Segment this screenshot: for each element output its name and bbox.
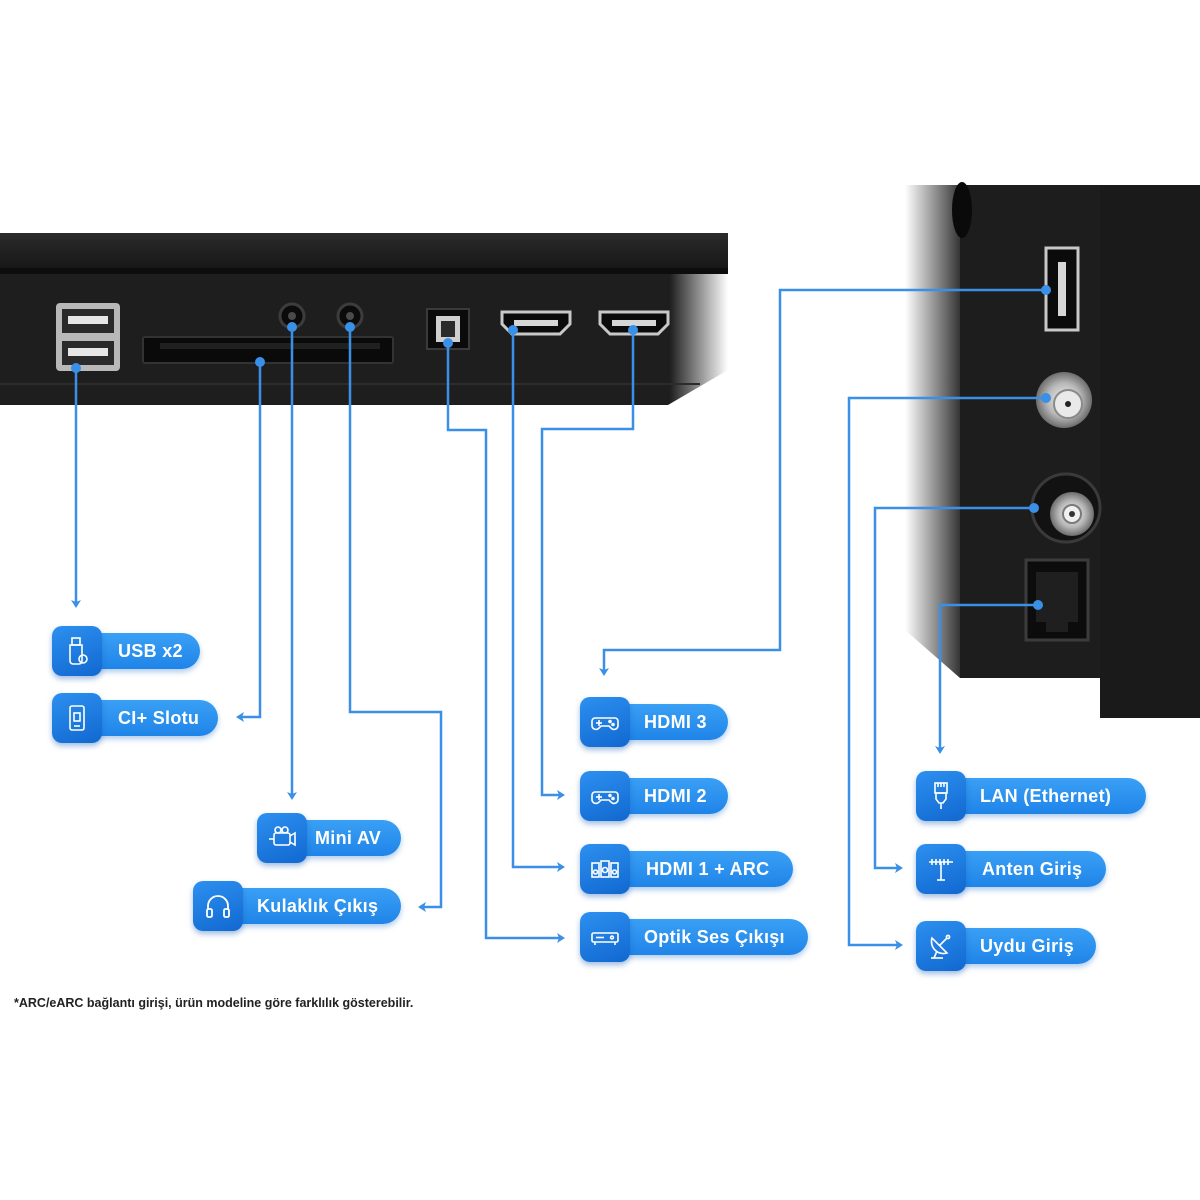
label-anten-text: Anten Giriş [982,859,1083,879]
gamepad-icon [580,771,630,821]
label-hdmi1: HDMI 1 + ARC [600,851,793,887]
headphones-icon [193,881,243,931]
label-lan-text: LAN (Ethernet) [980,786,1112,806]
antenna-icon [916,844,966,894]
label-hdmi1-text: HDMI 1 + ARC [646,859,770,879]
ethernet-plug-icon [916,771,966,821]
label-optik: Optik Ses Çıkışı [600,919,808,955]
label-optik-text: Optik Ses Çıkışı [644,927,785,947]
label-usb-text: USB x2 [118,641,183,661]
label-miniav-text: Mini AV [315,828,382,848]
label-ci-text: CI+ Slotu [118,708,200,728]
satellite-dish-icon [916,921,966,971]
usb-ports [56,303,120,371]
label-uydu-text: Uydu Giriş [980,936,1075,956]
ci-card-icon [52,693,102,743]
lan-port [1024,558,1090,642]
footnote: *ARC/eARC bağlantı girişi, ürün modeline… [14,996,414,1010]
connector-lines [71,285,1051,950]
antenna-connector [1030,472,1102,544]
soundbar-icon [580,844,630,894]
ci-slot [142,336,394,364]
label-kulaklik-text: Kulaklık Çıkış [257,896,379,916]
label-hdmi3-text: HDMI 3 [644,712,707,732]
label-lan: LAN (Ethernet) [936,778,1146,814]
label-hdmi2-text: HDMI 2 [644,786,707,806]
hdmi-port-side [1044,246,1080,332]
side-panel [905,182,1200,718]
hdmi-ports-bottom [500,310,670,336]
optical-device-icon [580,912,630,962]
usb-stick-icon [52,626,102,676]
gamepad-icon [580,697,630,747]
camcorder-icon [257,813,307,863]
satellite-connector [1036,372,1092,428]
